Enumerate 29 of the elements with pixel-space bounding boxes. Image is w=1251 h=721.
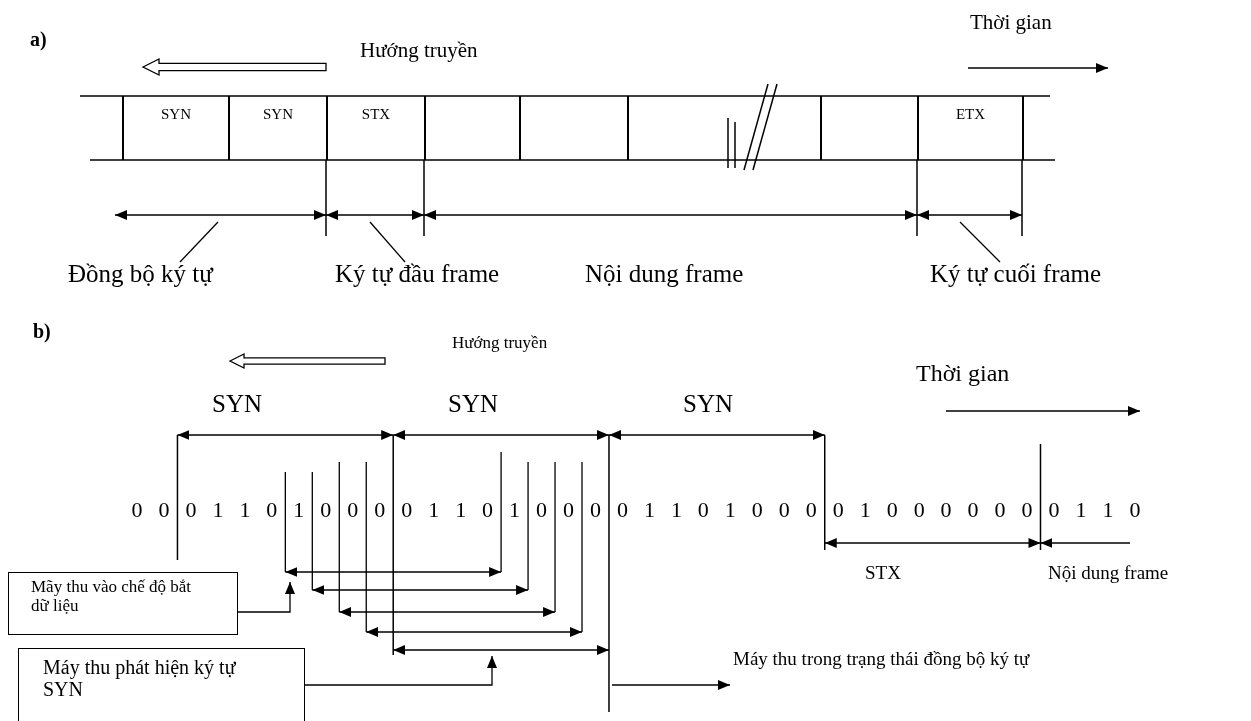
status-note: Máy thu trong trạng thái đồng bộ ký tự — [733, 648, 1108, 670]
frame-cell: STX — [326, 96, 424, 160]
leader-line — [369, 221, 406, 263]
span-label: Đồng bộ ký tự — [68, 260, 213, 289]
panel-label: a) — [30, 28, 47, 51]
axis-label: Thời gian — [916, 360, 1010, 388]
leader-line — [959, 221, 1001, 263]
arrow — [304, 655, 497, 686]
arrow — [611, 680, 731, 690]
span-label: Ký tự cuối frame — [930, 260, 1102, 289]
span-label: Nội dung frame — [1048, 562, 1169, 584]
axis-label: Thời gian — [970, 10, 1052, 35]
frame-cell: SYN — [228, 96, 326, 160]
callout-box: Máy thu phát hiện ký tự SYN — [18, 648, 305, 721]
frame-cell: SYN — [122, 96, 228, 160]
span-label: SYN — [212, 390, 262, 419]
arrow — [237, 581, 295, 613]
span-label: Ký tự đầu frame — [335, 260, 500, 289]
span-label: Nội dung frame — [585, 260, 744, 289]
panel-label: b) — [33, 320, 51, 343]
direction-label: Hướng truyền — [360, 38, 478, 63]
direction-label: Hướng truyền — [452, 333, 548, 353]
span-label: STX — [865, 562, 901, 584]
span-label: SYN — [683, 390, 733, 419]
span-label: SYN — [448, 390, 498, 419]
callout-box: Mãy thu vào chế độ bắt dữ liệu — [8, 572, 238, 635]
leader-line — [179, 221, 219, 263]
frame-cell: ETX — [917, 96, 1024, 160]
bit-sequence: 0 0 0 1 1 0 1 0 0 0 0 1 1 0 1 0 0 0 0 1 1 0 1 0 0 0 0 1 0 0 0 0 0 0 0 1 1 0 — [131, 497, 1146, 523]
